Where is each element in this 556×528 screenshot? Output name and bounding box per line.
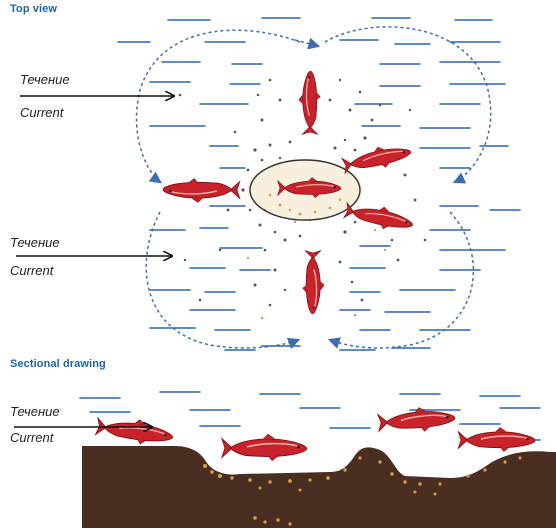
egg-cluster-icon: [179, 79, 427, 319]
seabed: [82, 446, 556, 528]
